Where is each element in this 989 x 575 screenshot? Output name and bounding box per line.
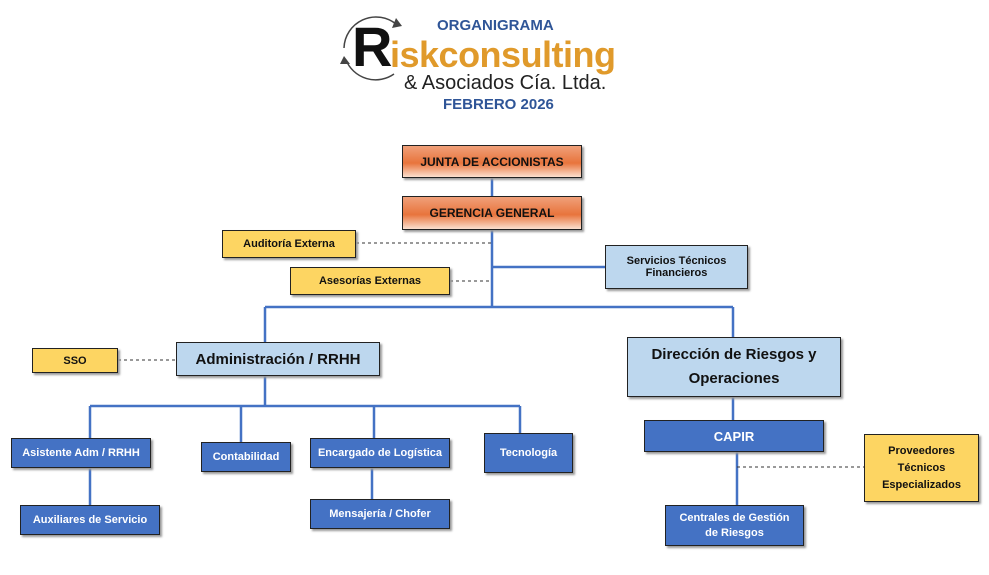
node-asistente[interactable]: Asistente Adm / RRHH [11, 438, 151, 468]
node-contabilidad[interactable]: Contabilidad [201, 442, 291, 472]
node-asesorias[interactable]: Asesorías Externas [290, 267, 450, 295]
node-logistica[interactable]: Encargado de Logística [310, 438, 450, 468]
node-administracion[interactable]: Administración / RRHH [176, 342, 380, 376]
node-direccion[interactable]: Dirección de Riesgos y Operaciones [627, 337, 841, 397]
node-proveedores[interactable]: Proveedores Técnicos Especializados [864, 434, 979, 502]
logo-name: iskconsulting [390, 34, 616, 75]
node-sso[interactable]: SSO [32, 348, 118, 373]
logo-initial: R [352, 15, 393, 78]
node-capir[interactable]: CAPIR [644, 420, 824, 452]
node-servicios[interactable]: Servicios Técnicos Financieros [605, 245, 748, 289]
cycle-arrows-icon [340, 16, 402, 81]
node-tecnologia[interactable]: Tecnología [484, 433, 573, 473]
page-title: ORGANIGRAMA [437, 17, 554, 34]
node-centrales[interactable]: Centrales de Gestión de Riesgos [665, 505, 804, 546]
node-junta[interactable]: JUNTA DE ACCIONISTAS [402, 145, 582, 178]
node-auditoria[interactable]: Auditoría Externa [222, 230, 356, 258]
node-mensajeria[interactable]: Mensajería / Chofer [310, 499, 450, 529]
node-auxiliares[interactable]: Auxiliares de Servicio [20, 505, 160, 535]
logo-subtitle: & Asociados Cía. Ltda. [404, 72, 607, 94]
page-date: FEBRERO 2026 [443, 96, 554, 113]
node-gerencia[interactable]: GERENCIA GENERAL [402, 196, 582, 230]
logo: R iskconsulting & Asociados Cía. Ltda. [336, 8, 636, 98]
